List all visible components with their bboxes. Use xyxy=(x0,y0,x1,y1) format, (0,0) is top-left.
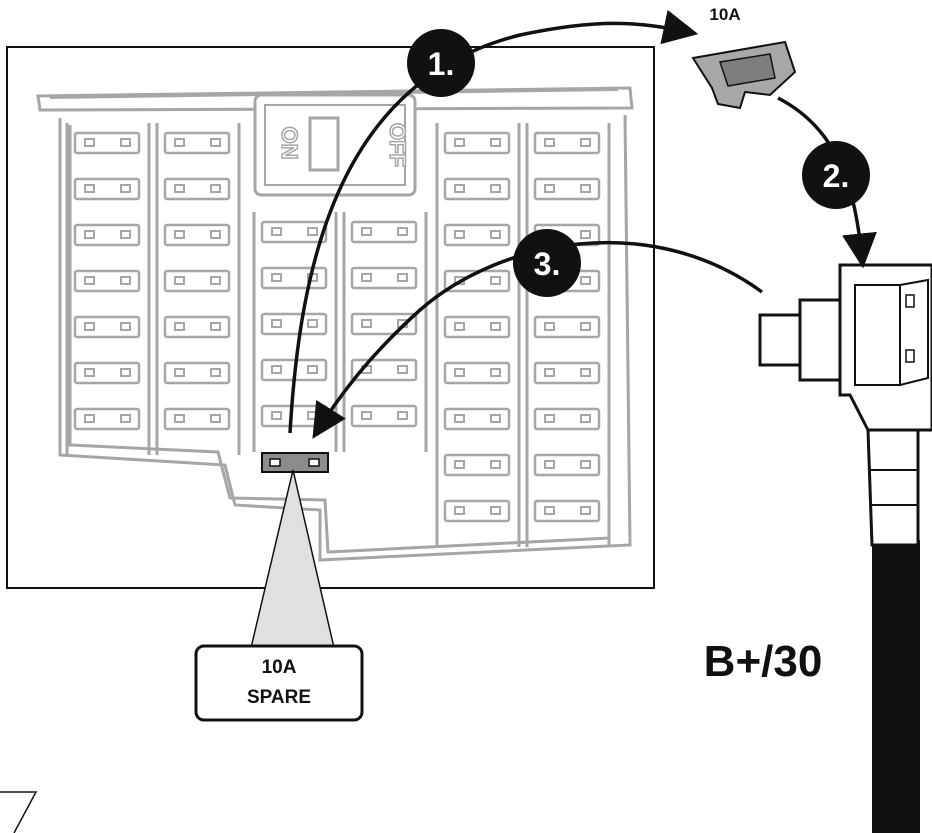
fuse-slot xyxy=(533,407,601,431)
switch-on-label: ON xyxy=(277,127,302,160)
fuse-slot xyxy=(73,407,141,431)
step3-label: 3. xyxy=(534,246,561,282)
fuse-column-rail xyxy=(155,123,241,455)
fuse-slot xyxy=(443,177,511,201)
fuse-slot xyxy=(350,220,418,244)
fuse-slot xyxy=(163,223,231,247)
fuse-slot xyxy=(533,315,601,339)
fuse-slot xyxy=(533,131,601,155)
fuse-slot xyxy=(73,131,141,155)
callout-box xyxy=(194,644,364,722)
main-switch: ON OFF xyxy=(253,93,417,197)
fuse-slot xyxy=(163,177,231,201)
fuse-slot xyxy=(533,453,601,477)
fuse-slot xyxy=(163,131,231,155)
fuse-slot xyxy=(260,266,328,290)
callout-line2: SPARE xyxy=(247,687,311,708)
spare-fuse-slot xyxy=(261,452,329,473)
fuse-slot xyxy=(163,315,231,339)
fuse-slot xyxy=(73,315,141,339)
fuse-slot xyxy=(533,499,601,523)
mini-fuse-label: 10A xyxy=(709,5,740,24)
fuse-slot xyxy=(443,315,511,339)
fuse-slot xyxy=(73,177,141,201)
fuse-slot xyxy=(163,407,231,431)
fuse-column-rail xyxy=(525,123,611,547)
fuse-slot xyxy=(350,404,418,428)
fuse-slot xyxy=(350,266,418,290)
fuse-slot xyxy=(443,407,511,431)
fuse-slot xyxy=(443,223,511,247)
add-a-circuit-connector xyxy=(758,263,932,833)
mini-fuse xyxy=(691,40,797,110)
corner-mark xyxy=(0,791,38,833)
fuse-slot xyxy=(260,220,328,244)
fuse-slot xyxy=(163,269,231,293)
fuse-slot xyxy=(443,499,511,523)
step1-badge: 1. xyxy=(407,29,475,97)
fuse-slot xyxy=(260,404,328,428)
fuse-slot xyxy=(73,223,141,247)
fuse-slot xyxy=(73,269,141,293)
fuse-slot xyxy=(443,131,511,155)
fuse-slot xyxy=(163,361,231,385)
fuse-columns xyxy=(65,123,611,547)
connection-label: B+/30 xyxy=(704,637,823,686)
step2-label: 2. xyxy=(823,158,850,194)
fuse-slot xyxy=(533,177,601,201)
fuse-slot xyxy=(443,361,511,385)
arrow-step3-install xyxy=(312,241,764,439)
fuse-column-rail xyxy=(65,123,151,455)
fuse-slot xyxy=(73,361,141,385)
step3-badge: 3. xyxy=(513,229,581,297)
switch-off-label: OFF xyxy=(385,123,410,167)
step1-label: 1. xyxy=(428,46,455,82)
callout-line1: 10A xyxy=(262,657,297,678)
fuse-slot xyxy=(260,312,328,336)
fuse-slot xyxy=(533,361,601,385)
fuse-slot xyxy=(443,269,511,293)
fuse-slot xyxy=(443,453,511,477)
fuse-column-rail xyxy=(435,123,521,547)
step2-badge: 2. xyxy=(802,141,870,209)
